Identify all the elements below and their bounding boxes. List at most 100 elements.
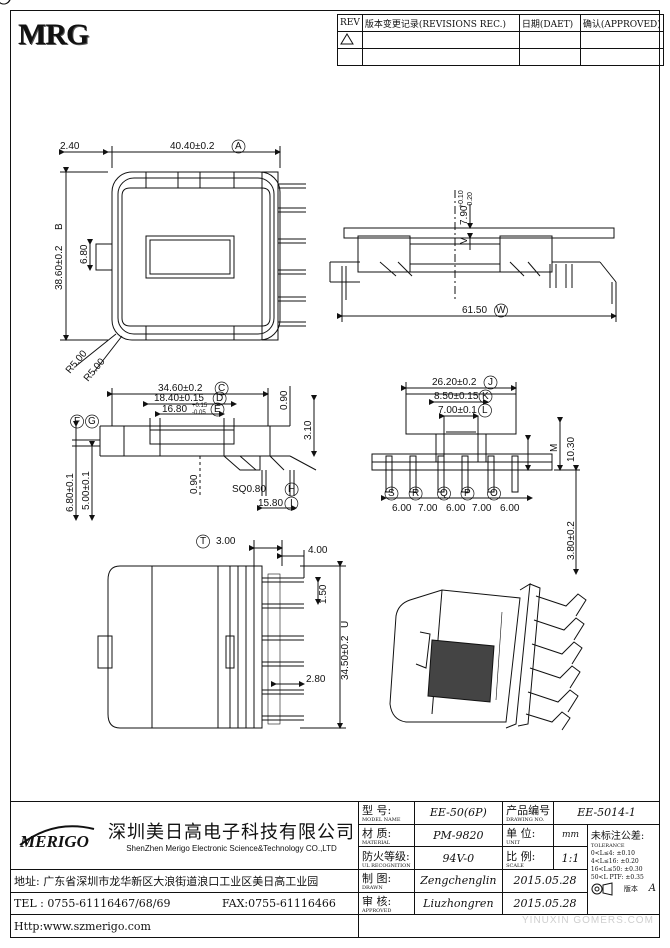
ul-label: 防火等级:UL RECOGNITION [358, 846, 415, 870]
dim-bot-400: 4.00 [308, 545, 328, 556]
dim-front-680: 6.80±0.1 [65, 473, 76, 512]
pitch-5: 6.00 [500, 503, 520, 514]
pitch-3: 6.00 [446, 503, 466, 514]
fax: FAX:0755-61116466 [221, 896, 336, 910]
tag-h: H [288, 484, 295, 495]
revision-table: REV 版本变更记录(REVISIONS REC.) 日期(DAET) 确认(A… [337, 14, 664, 66]
front-view [72, 386, 317, 521]
pitch-2: 7.00 [418, 503, 438, 514]
dim-end-380: 3.80±0.2 [566, 521, 577, 560]
dim-front-c: 34.60±0.2 [158, 383, 203, 394]
dim-side-h: 7.90 [459, 205, 470, 225]
dim-front-e-tol-bot: -0.05 [192, 410, 206, 416]
version-value: A [648, 883, 656, 895]
technical-drawing: 2.40 40.40±0.2 A 38.60±0.2 B 6.80 R5.00 … [0, 0, 617, 731]
model-label: 型 号:MODEL NAME [358, 801, 415, 825]
merigo-logo-icon: MERIGO [19, 825, 95, 851]
tag-j: J [488, 377, 493, 388]
dim-bot-3450: 34.50±0.2 [340, 635, 351, 680]
approved-date: 2015.05.28 [502, 891, 588, 916]
contact-tel-fax: TEL : 0755-61116467/68/69 FAX:0755-61116… [10, 891, 359, 916]
approved-value: Liuzhongren [413, 891, 504, 916]
projection-symbol-icon [591, 882, 613, 896]
tag-e: E [214, 404, 221, 415]
dim-top-left: 2.40 [60, 141, 80, 152]
tolerance-cell: 未标注公差: TOLERANCE 0<L≤4: ±0.10 4<L≤16: ±0… [586, 823, 661, 916]
address: 地址: 广东省深圳市龙华新区大浪街道浪口工业区美日高工业园 [10, 868, 359, 893]
tag-c: C [218, 383, 225, 394]
tel: TEL : 0755-61116467/68/69 [14, 896, 171, 910]
side-view [329, 190, 617, 322]
pitch-tag-1: S [388, 488, 395, 499]
scale-label: 比 例:SCALE [502, 846, 555, 870]
tag-i: I [290, 498, 293, 509]
scale-value: 1:1 [553, 846, 588, 870]
dim-slot: 6.80 [79, 244, 90, 264]
dim-bot-280: 2.80 [306, 674, 326, 685]
dim-front-d: 18.40±0.15 [154, 393, 204, 404]
drawn-value: Zengchenglin [413, 868, 504, 893]
tag-t: T [200, 536, 206, 547]
dim-top-width: 40.40±0.2 [170, 141, 215, 152]
tag-m: M [549, 444, 560, 452]
dim-end-j: 26.20±0.2 [432, 377, 477, 388]
ul-value: 94V-0 [413, 846, 504, 870]
dim-bot-150: 1.50 [318, 584, 329, 604]
svg-text:MERIGO: MERIGO [19, 832, 89, 851]
tag-d: D [216, 393, 223, 404]
dim-left-height: 38.60±0.2 [54, 245, 65, 290]
tag-f: F [74, 416, 80, 427]
company-name-en: ShenZhen Merigo Electronic Science&Techn… [126, 843, 337, 853]
material-value: PM-9820 [413, 823, 504, 848]
dim-end-l: 7.00±0.1 [438, 405, 477, 416]
bottom-view [97, 540, 346, 729]
material-label: 材 质:MATERIAL [358, 823, 415, 848]
tag-k: K [482, 391, 489, 402]
pitch-4: 7.00 [472, 503, 492, 514]
version-label: 版本 [623, 884, 638, 893]
pitch-tag-5: O [490, 488, 498, 499]
model-value: EE-50(6P) [413, 801, 504, 825]
top-view [59, 146, 306, 373]
dim-front-090a: 0.90 [279, 390, 290, 410]
dim-side-w: 61.50 [462, 305, 487, 316]
dim-front-310: 3.10 [303, 420, 314, 440]
tag-u: U [340, 621, 351, 628]
dim-side-h-tol-bot: -0.20 [467, 192, 474, 208]
dim-front-090b: 0.90 [189, 474, 200, 494]
pitch-tag-4: P [464, 488, 471, 499]
dim-front-e: 16.80 [162, 404, 187, 415]
tag-v: V [459, 237, 470, 244]
tag-w: W [496, 305, 506, 316]
drawn-date: 2015.05.28 [502, 868, 588, 893]
pitch-tag-2: R [412, 488, 419, 499]
tag-g: G [88, 416, 96, 427]
tag-a: A [235, 141, 242, 152]
unit-value: mm [553, 823, 588, 848]
drawing-no-value: EE-5014-1 [553, 801, 660, 825]
tag-l: L [482, 405, 488, 416]
company-name-cn: 深圳美日高电子科技有限公司 [108, 821, 355, 843]
dim-front-1580: 15.80 [258, 498, 283, 509]
dim-front-500: 5.00±0.1 [81, 471, 92, 510]
pitch-tag-3: Q [440, 488, 448, 499]
end-view [371, 382, 580, 575]
dim-end-k: 8.50±0.15 [434, 391, 479, 402]
company-cell: MERIGO 深圳美日高电子科技有限公司 ShenZhen Merigo Ele… [10, 801, 359, 870]
title-block: MERIGO 深圳美日高电子科技有限公司 ShenZhen Merigo Ele… [10, 801, 661, 938]
drawing-frame [10, 10, 660, 938]
approved-label: 审 核:APPROVED [358, 891, 415, 916]
dim-bot-t: 3.00 [216, 536, 236, 547]
dim-end-1030: 10.30 [566, 437, 577, 462]
isometric-view [389, 583, 587, 731]
tag-b: B [54, 223, 65, 230]
drawn-label: 制 图:DRAWN [358, 868, 415, 893]
unit-label: 单 位:UNIT [502, 823, 555, 848]
pitch-1: 6.00 [392, 503, 412, 514]
dim-r2: R5.00 [82, 356, 108, 384]
website: Http:www.szmerigo.com [10, 914, 359, 938]
dim-front-e-tol-top: +0.15 [192, 403, 208, 409]
dim-side-h-tol-top: +0.10 [458, 190, 465, 208]
dim-front-sq: SQ0.80 [232, 484, 266, 495]
